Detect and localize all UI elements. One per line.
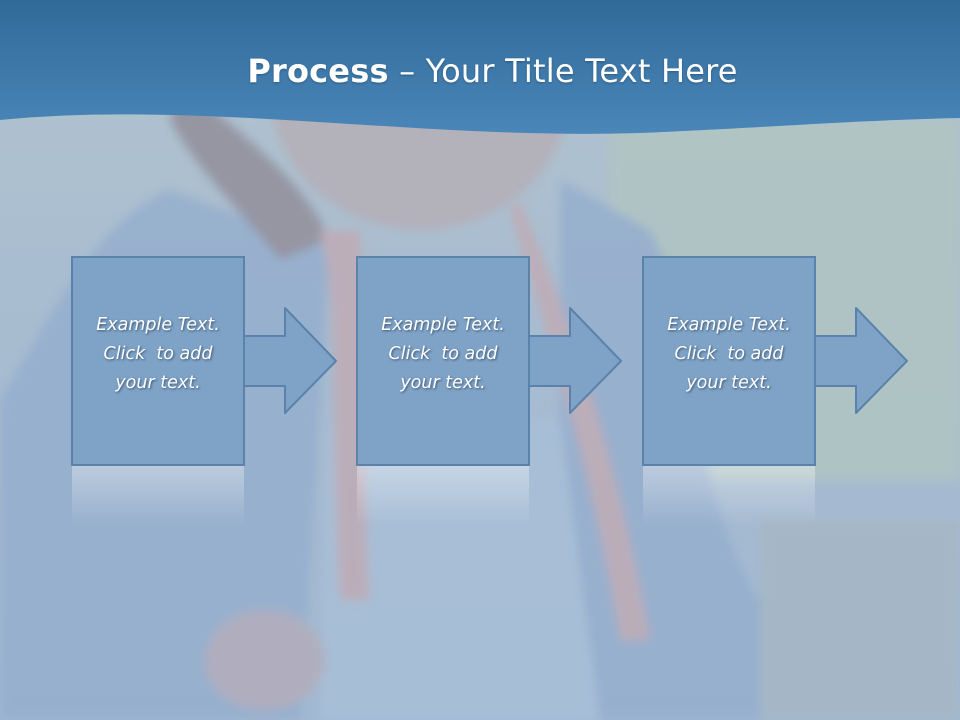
step-2-line-1: Example Text.: [381, 315, 505, 335]
step-1-arrow[interactable]: [242, 307, 337, 414]
step-3-line-2: Click to add: [674, 344, 784, 364]
step-1-reflection: [72, 466, 244, 526]
title-bold-part: Process: [247, 52, 389, 90]
step-1-box[interactable]: [71, 256, 245, 466]
step-1-text[interactable]: Example Text. Click to add your text.: [72, 311, 244, 398]
step-2-line-2: Click to add: [388, 344, 498, 364]
step-3-line-1: Example Text.: [667, 315, 791, 335]
step-2-arrow[interactable]: [527, 307, 622, 414]
title-rest-part: – Your Title Text Here: [388, 52, 738, 90]
title-header-band: [0, 0, 960, 134]
step-3-arrow[interactable]: [813, 307, 908, 414]
step-2-text[interactable]: Example Text. Click to add your text.: [357, 311, 529, 398]
step-1-line-3: your text.: [115, 373, 201, 393]
slide-title[interactable]: Process – Your Title Text Here: [0, 52, 960, 90]
step-1-line-1: Example Text.: [96, 315, 220, 335]
step-3-box[interactable]: [642, 256, 816, 466]
step-3-reflection: [643, 466, 815, 526]
step-3-text[interactable]: Example Text. Click to add your text.: [643, 311, 815, 398]
step-2-line-3: your text.: [400, 373, 486, 393]
step-2-reflection: [357, 466, 529, 526]
step-2-box[interactable]: [356, 256, 530, 466]
step-1-line-2: Click to add: [103, 344, 213, 364]
step-3-line-3: your text.: [686, 373, 772, 393]
